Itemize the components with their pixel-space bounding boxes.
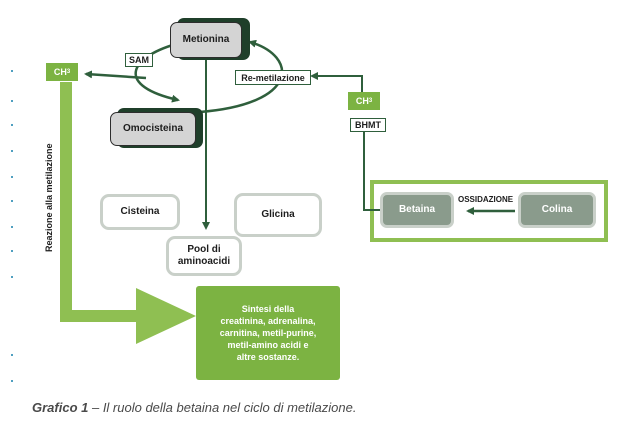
arrow-bhmt-line <box>363 132 380 211</box>
caption-text: – Il ruolo della betaina nel ciclo di me… <box>88 400 357 415</box>
label-remetilazione: Re-metilazione <box>235 70 311 85</box>
node-colina: Colina <box>518 192 596 228</box>
arrow-remetilazione-line <box>310 72 363 92</box>
arrow-to-ch3-left <box>84 70 147 80</box>
figure-caption: Grafico 1 – Il ruolo della betaina nel c… <box>32 400 356 415</box>
node-sintesi: Sintesi della creatinina, adrenalina, ca… <box>196 286 340 380</box>
node-betaina: Betaina <box>380 192 454 228</box>
node-glicina: Glicina <box>234 193 322 237</box>
label-bhmt: BHMT <box>350 118 386 132</box>
caption-prefix: Grafico 1 <box>32 400 89 415</box>
arrow-sam-cycle <box>134 42 180 103</box>
label-reazione-metilazione: Reazione alla metilazione <box>44 143 54 252</box>
arrow-reazione-metilazione <box>60 82 196 344</box>
label-sam: SAM <box>125 53 153 67</box>
node-omocisteina: Omocisteina <box>110 112 196 146</box>
node-pool-aminoacidi: Pool di aminoacidi <box>166 236 242 276</box>
label-ossidazione: OSSIDAZIONE <box>458 195 514 204</box>
node-cisteina: Cisteina <box>100 194 180 230</box>
node-metionina: Metionina <box>170 22 242 58</box>
